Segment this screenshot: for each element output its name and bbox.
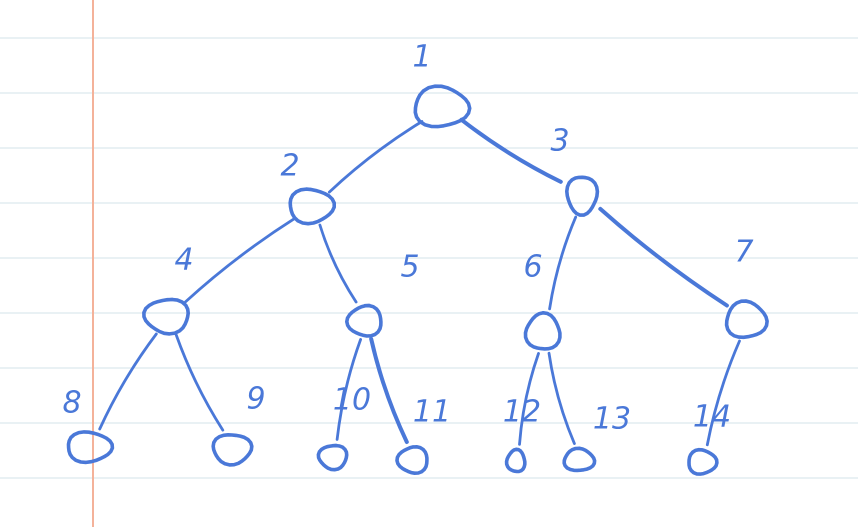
edge-3-6: [548, 215, 578, 311]
tree-node-11: [395, 445, 429, 475]
edge-3-7: [598, 206, 729, 308]
tree-node-6: [523, 311, 562, 351]
node-label-10: 10: [333, 383, 371, 418]
node-label-7: 7: [734, 235, 753, 270]
edge-1-3: [459, 117, 563, 184]
node-label-13: 13: [593, 402, 631, 437]
tree-node-5: [345, 303, 383, 338]
edge-5-10: [335, 338, 362, 441]
node-label-2: 2: [280, 149, 299, 184]
edge-6-13: [547, 351, 576, 445]
edge-5-11: [369, 337, 409, 444]
tree-nodes: [66, 84, 769, 476]
node-label-9: 9: [246, 382, 265, 417]
tree-node-7: [724, 299, 769, 340]
edge-2-5: [318, 223, 358, 304]
edge-6-12: [518, 352, 540, 446]
node-label-8: 8: [62, 386, 81, 421]
node-label-11: 11: [413, 395, 451, 430]
edge-4-8: [98, 332, 158, 431]
tree-node-3: [565, 175, 600, 217]
tree-node-14: [687, 447, 719, 476]
edge-1-2: [327, 120, 424, 194]
tree-node-9: [211, 433, 254, 467]
tree-node-4: [142, 297, 190, 336]
node-label-4: 4: [174, 243, 193, 278]
node-label-12: 12: [503, 395, 541, 430]
tree-node-13: [562, 446, 597, 473]
node-label-6: 6: [523, 250, 542, 285]
tree-node-10: [316, 443, 349, 472]
node-label-1: 1: [412, 40, 431, 75]
tree-node-12: [504, 447, 527, 474]
node-label-3: 3: [550, 124, 569, 159]
edge-7-14: [705, 339, 741, 447]
edge-4-9: [174, 333, 225, 432]
node-label-5: 5: [400, 250, 419, 285]
tree-edges: [98, 117, 741, 447]
tree-node-2: [288, 187, 336, 226]
edge-2-4: [183, 217, 296, 304]
tree-node-1: [413, 84, 472, 129]
tree-node-8: [66, 430, 115, 465]
node-label-14: 14: [693, 400, 731, 435]
